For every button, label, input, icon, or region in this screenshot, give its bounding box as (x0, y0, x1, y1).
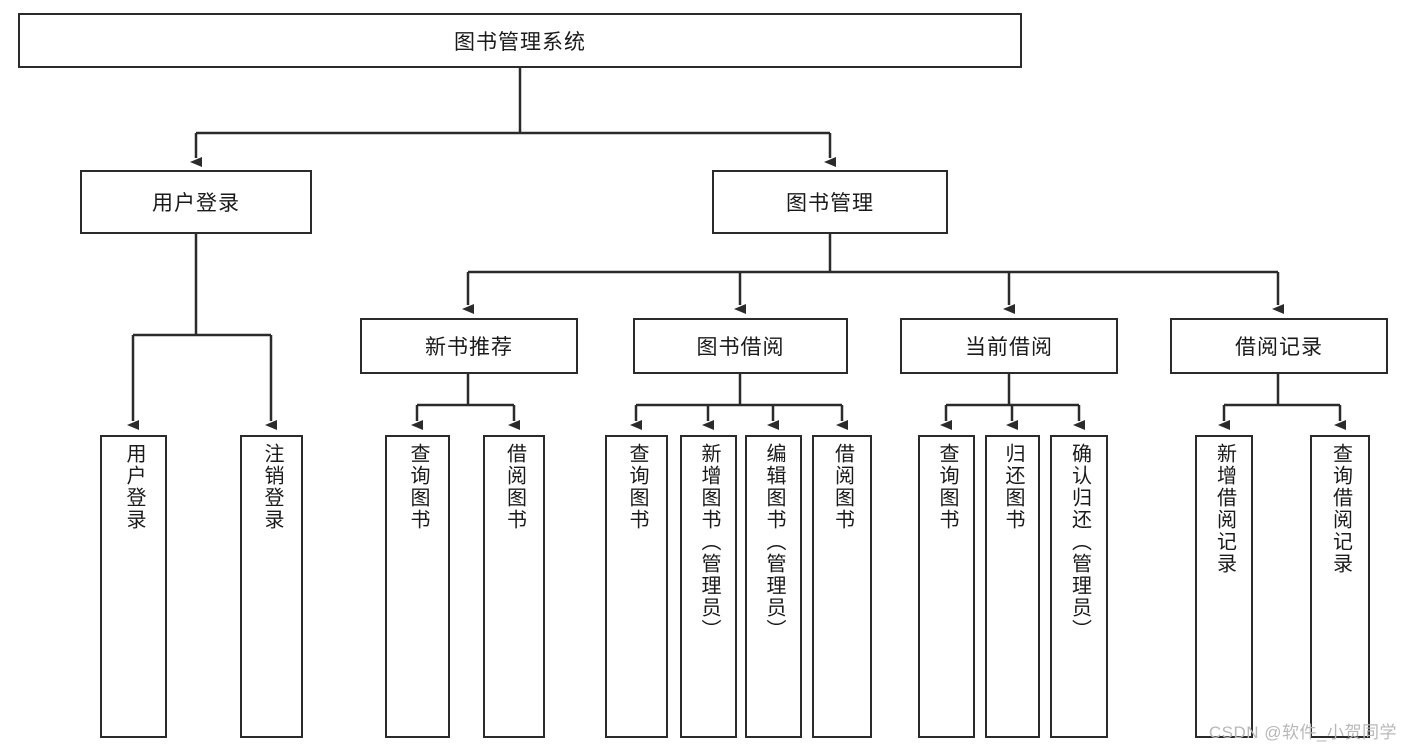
node-current-borrow-label: 当前借阅 (965, 336, 1053, 359)
leaf-query-borrow-record-label: 查询借阅记录 (1329, 443, 1352, 575)
leaf-add-borrow-record-label: 新增借阅记录 (1213, 443, 1236, 575)
node-book-management-label: 图书管理 (786, 192, 874, 215)
node-book-borrow[interactable]: 图书借阅 (633, 318, 848, 374)
leaf-user-login-label: 用户登录 (123, 443, 145, 531)
leaf-borrow-book-2[interactable]: 借阅图书 (812, 435, 872, 738)
node-user-login[interactable]: 用户登录 (80, 170, 312, 234)
leaf-query-book-2-label: 查询图书 (626, 443, 648, 531)
leaf-query-book-3[interactable]: 查询图书 (918, 435, 975, 738)
leaf-user-logout[interactable]: 注销登录 (240, 435, 303, 738)
leaf-user-logout-label: 注销登录 (261, 443, 283, 531)
node-book-management[interactable]: 图书管理 (712, 170, 948, 234)
leaf-add-book-admin-label: 新增图书（管理员） (698, 443, 720, 641)
node-user-login-label: 用户登录 (152, 192, 240, 215)
leaf-borrow-book-1[interactable]: 借阅图书 (483, 435, 545, 738)
leaf-query-borrow-record[interactable]: 查询借阅记录 (1310, 435, 1370, 738)
node-new-book-recommend-label: 新书推荐 (425, 336, 513, 359)
leaf-add-book-admin[interactable]: 新增图书（管理员） (680, 435, 737, 738)
node-borrow-record-label: 借阅记录 (1235, 336, 1323, 359)
leaf-return-book[interactable]: 归还图书 (985, 435, 1040, 738)
leaf-edit-book-admin-label: 编辑图书（管理员） (763, 443, 785, 641)
leaf-edit-book-admin[interactable]: 编辑图书（管理员） (745, 435, 802, 738)
node-current-borrow[interactable]: 当前借阅 (900, 318, 1118, 374)
leaf-user-login[interactable]: 用户登录 (100, 435, 167, 738)
node-borrow-record[interactable]: 借阅记录 (1170, 318, 1388, 374)
node-new-book-recommend[interactable]: 新书推荐 (360, 318, 578, 374)
leaf-borrow-book-2-label: 借阅图书 (831, 443, 854, 531)
node-root-label: 图书管理系统 (454, 30, 586, 54)
leaf-confirm-return-admin-label: 确认归还（管理员） (1068, 443, 1091, 641)
node-root[interactable]: 图书管理系统 (18, 13, 1022, 68)
leaf-borrow-book-1-label: 借阅图书 (503, 443, 526, 531)
node-book-borrow-label: 图书借阅 (696, 336, 785, 359)
leaf-confirm-return-admin[interactable]: 确认归还（管理员） (1050, 435, 1108, 738)
leaf-query-book-1-label: 查询图书 (407, 443, 429, 531)
leaf-return-book-label: 归还图书 (1002, 443, 1024, 531)
leaf-query-book-1[interactable]: 查询图书 (385, 435, 450, 738)
leaf-query-book-2[interactable]: 查询图书 (605, 435, 668, 738)
leaf-add-borrow-record[interactable]: 新增借阅记录 (1195, 435, 1253, 738)
csdn-watermark: CSDN @软件_小贺同学 (1208, 723, 1397, 742)
leaf-query-book-3-label: 查询图书 (936, 443, 958, 531)
